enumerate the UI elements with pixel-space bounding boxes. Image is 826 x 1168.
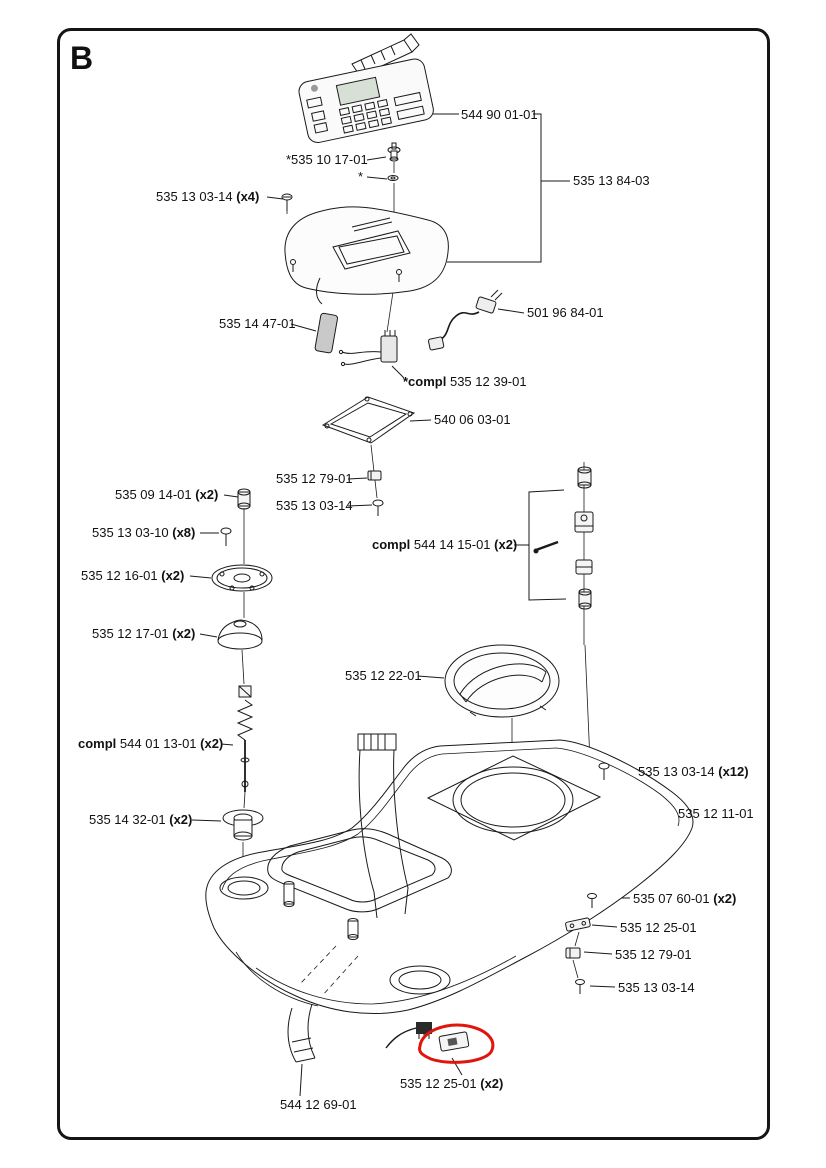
screw-x8-part [220, 527, 232, 546]
bracket-part-right [565, 917, 591, 932]
shaft-assembly-part [236, 685, 254, 792]
main-ribbon-cable [357, 733, 409, 919]
label-544-14-15-01: compl 544 14 15-01 (x2) [372, 537, 518, 552]
clip-part-right [565, 947, 581, 959]
screw-part-right-upper [587, 893, 597, 908]
red-highlight-annotation [418, 1023, 495, 1064]
circled-bracket-part [438, 1031, 470, 1052]
label-535-12-39-01: *compl 535 12 39-01 [403, 374, 527, 389]
label-535-12-22-01: 535 12 22-01 [345, 668, 422, 683]
hinge-parts-column [533, 466, 594, 610]
small-washer-part [387, 175, 399, 181]
screw-part-right-lower [575, 979, 585, 994]
connector-part [338, 330, 398, 367]
round-lid-part [444, 644, 560, 718]
label-535-12-79-01-b: 535 12 79-01 [615, 947, 692, 962]
frame-gasket-part [321, 396, 416, 444]
label-535-13-03-10: 535 13 03-10 (x8) [92, 525, 196, 540]
large-washer-part [211, 564, 273, 592]
label-535-12-17-01: 535 12 17-01 (x2) [92, 626, 196, 641]
label-535-12-16-01: 535 12 16-01 (x2) [81, 568, 185, 583]
label-535-13-03-14-a: 535 13 03-14 [276, 498, 353, 513]
label-544-12-69-01: 544 12 69-01 [280, 1097, 357, 1112]
chassis-connector-block [385, 1022, 432, 1049]
label-535-13-03-14-x12: 535 13 03-14 (x12) [638, 764, 749, 779]
label-535-13-03-14-x4: 535 13 03-14 (x4) [156, 189, 260, 204]
label-535-12-25-01-a: 535 12 25-01 [620, 920, 697, 935]
grommet-part [387, 142, 401, 162]
spacer-cylinder-part [237, 488, 251, 510]
chassis-peg [283, 881, 295, 907]
sensor-cable-part [427, 289, 503, 351]
bottom-ribbon-cable [287, 1003, 316, 1063]
dome-cap-part [217, 619, 263, 650]
top-cover [284, 206, 449, 305]
label-501-96-84-01: 501 96 84-01 [527, 305, 604, 320]
keypad-panel [298, 33, 434, 144]
label-535-12-25-01-x2: 535 12 25-01 (x2) [400, 1076, 504, 1091]
label-535-10-17-01: *535 10 17-01 [286, 152, 368, 167]
screw-x12-part [598, 762, 610, 780]
label-535-09-14-01: 535 09 14-01 (x2) [115, 487, 219, 502]
foam-pad-part [314, 312, 339, 354]
label-540-06-03-01: 540 06 03-01 [434, 412, 511, 427]
label-535-13-84-03: 535 13 84-03 [573, 173, 650, 188]
cover-hook [316, 277, 323, 305]
label-535-07-60-01: 535 07 60-01 (x2) [633, 891, 737, 906]
chassis-peg [347, 918, 359, 940]
label-535-14-47-01: 535 14 47-01 [219, 316, 296, 331]
bushing-part [222, 809, 264, 841]
label-asterisk: * [358, 169, 364, 184]
label-535-14-32-01: 535 14 32-01 (x2) [89, 812, 193, 827]
screw-x4-part [281, 193, 293, 211]
clip-part-upper [367, 470, 382, 481]
label-544-01-13-01: compl 544 01 13-01 (x2) [78, 736, 224, 751]
screw-part-upper [372, 499, 384, 516]
label-535-13-03-14-b: 535 13 03-14 [618, 980, 695, 995]
section-letter: B [70, 40, 94, 76]
label-535-12-79-01-a: 535 12 79-01 [276, 471, 353, 486]
label-544-90-01-01: 544 90 01-01 [461, 107, 538, 122]
chassis-body [205, 739, 694, 1015]
label-535-12-11-01: 535 12 11-01 [678, 806, 754, 821]
